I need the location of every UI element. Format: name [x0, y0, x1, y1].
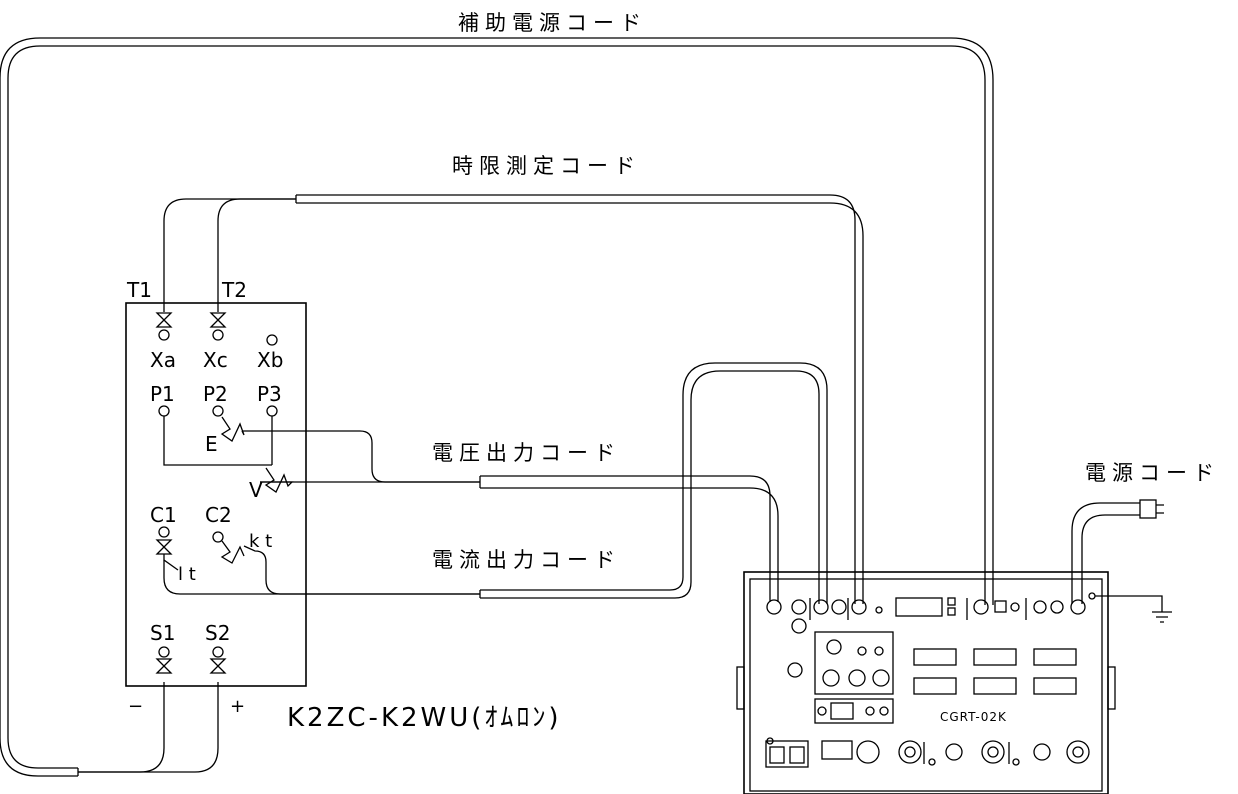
- tester-unit: CGRT-02K: [736, 571, 1116, 794]
- terminal-P1-label: P1: [150, 382, 175, 406]
- power-cord-label: 電源コード: [1085, 461, 1220, 485]
- terminal-S1-label: S1: [150, 621, 175, 645]
- relay-unit: T1 T2 Xa Xc Xb P1 P2 P3 E V C1 C2 l t: [125, 278, 562, 733]
- kt-label: k t: [249, 531, 272, 552]
- power-cord: [1071, 499, 1164, 604]
- minus-label: −: [128, 696, 143, 717]
- aux-power-cord: [0, 37, 994, 777]
- lt-label: l t: [178, 564, 196, 585]
- relay-model-label: K2ZC-K2WU(ｵﾑﾛﾝ): [287, 703, 562, 733]
- plus-label: +: [230, 696, 245, 717]
- current-out-cord: [163, 362, 828, 604]
- terminal-P3-label: P3: [257, 382, 282, 406]
- voltage-out-cord-label: 電圧出力コード: [432, 441, 621, 465]
- terminal-Xa-label: Xa: [150, 348, 176, 372]
- earth-plug-label: E: [205, 432, 218, 456]
- aux-power-cord-label: 補助電源コード: [458, 11, 647, 35]
- current-out-cord-label: 電流出力コード: [432, 548, 621, 572]
- timing-cord-label: 時限測定コード: [452, 154, 641, 178]
- voltage-plug-label: V: [249, 478, 263, 502]
- terminal-C2-label: C2: [205, 503, 232, 527]
- terminal-Xc-label: Xc: [203, 348, 228, 372]
- terminal-C1-label: C1: [150, 503, 177, 527]
- ground-symbol: [1088, 592, 1172, 623]
- timing-cord: [163, 194, 864, 604]
- terminal-Xb-label: Xb: [257, 348, 283, 372]
- terminal-P2-label: P2: [203, 382, 228, 406]
- terminal-T1-label: T1: [126, 278, 152, 302]
- terminal-S2-label: S2: [205, 621, 230, 645]
- voltage-out-cord: [242, 430, 779, 602]
- tester-model-label: CGRT-02K: [940, 710, 1007, 724]
- terminal-T2-label: T2: [221, 278, 247, 302]
